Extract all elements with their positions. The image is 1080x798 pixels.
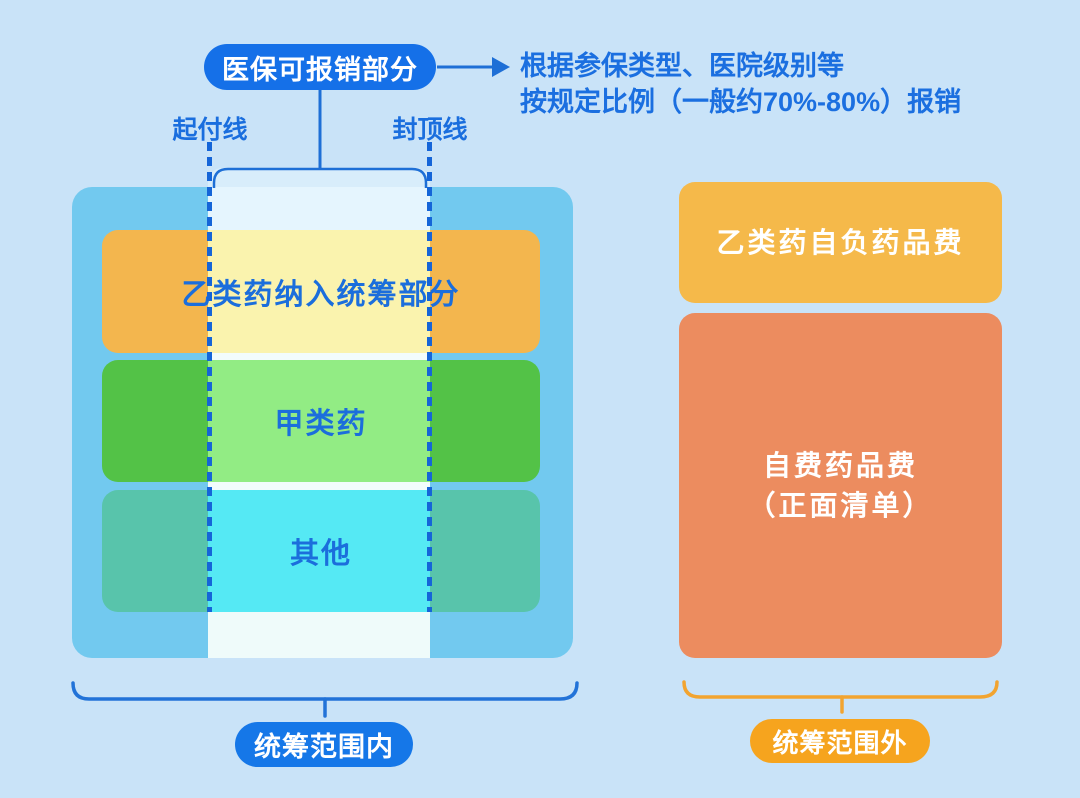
box-self-pay-label-line1: 自费药品费	[762, 449, 918, 481]
bar-class-a: 甲类药	[102, 360, 540, 482]
bar-other-label: 其他	[289, 538, 352, 570]
left-brace-curve	[71, 681, 579, 701]
left-brace	[71, 681, 579, 718]
box-class-b-self-paid: 乙类药自负药品费	[679, 182, 1002, 303]
bar-other: 其他	[102, 490, 540, 612]
bar-class-b-pooled: 乙类药纳入统筹部分	[102, 230, 540, 353]
in-pooling-scope-pill: 统筹范围内	[235, 722, 413, 767]
bar-class-a-label: 甲类药	[274, 408, 368, 440]
arrow-head-icon	[492, 57, 510, 77]
bar-class-a-highlight	[208, 360, 430, 482]
box-self-pay-label-line2: （正面清单）	[747, 489, 934, 521]
deductible-label: 起付线	[172, 116, 248, 144]
bar-class-b-label: 乙类药纳入统筹部分	[181, 278, 461, 311]
reimbursement-note: 根据参保类型、医院级别等 按规定比例（一般约70%-80%）报销	[520, 48, 1060, 120]
out-of-pooling-scope-pill: 统筹范围外	[750, 719, 930, 763]
reimbursable-part-pill: 医保可报销部分	[204, 44, 436, 90]
cap-dotted-line	[427, 142, 432, 612]
bar-class-b-highlight	[208, 230, 430, 353]
note-line-1: 根据参保类型、医院级别等	[520, 51, 844, 81]
note-line-2: 按规定比例（一般约70%-80%）报销	[520, 87, 962, 117]
right-brace	[682, 680, 999, 714]
bar-other-highlight	[208, 490, 430, 612]
coverage-band-bottom	[208, 612, 430, 658]
box-class-b-self-label: 乙类药自负药品费	[716, 226, 965, 258]
coverage-band-top	[208, 168, 430, 187]
coverage-band-upper	[208, 187, 430, 232]
deductible-dotted-line	[207, 142, 212, 612]
cap-label: 封顶线	[392, 116, 468, 144]
right-brace-curve	[682, 680, 999, 699]
box-fully-self-paid: 自费药品费 （正面清单）	[679, 313, 1002, 658]
connector-arrow	[437, 57, 510, 77]
